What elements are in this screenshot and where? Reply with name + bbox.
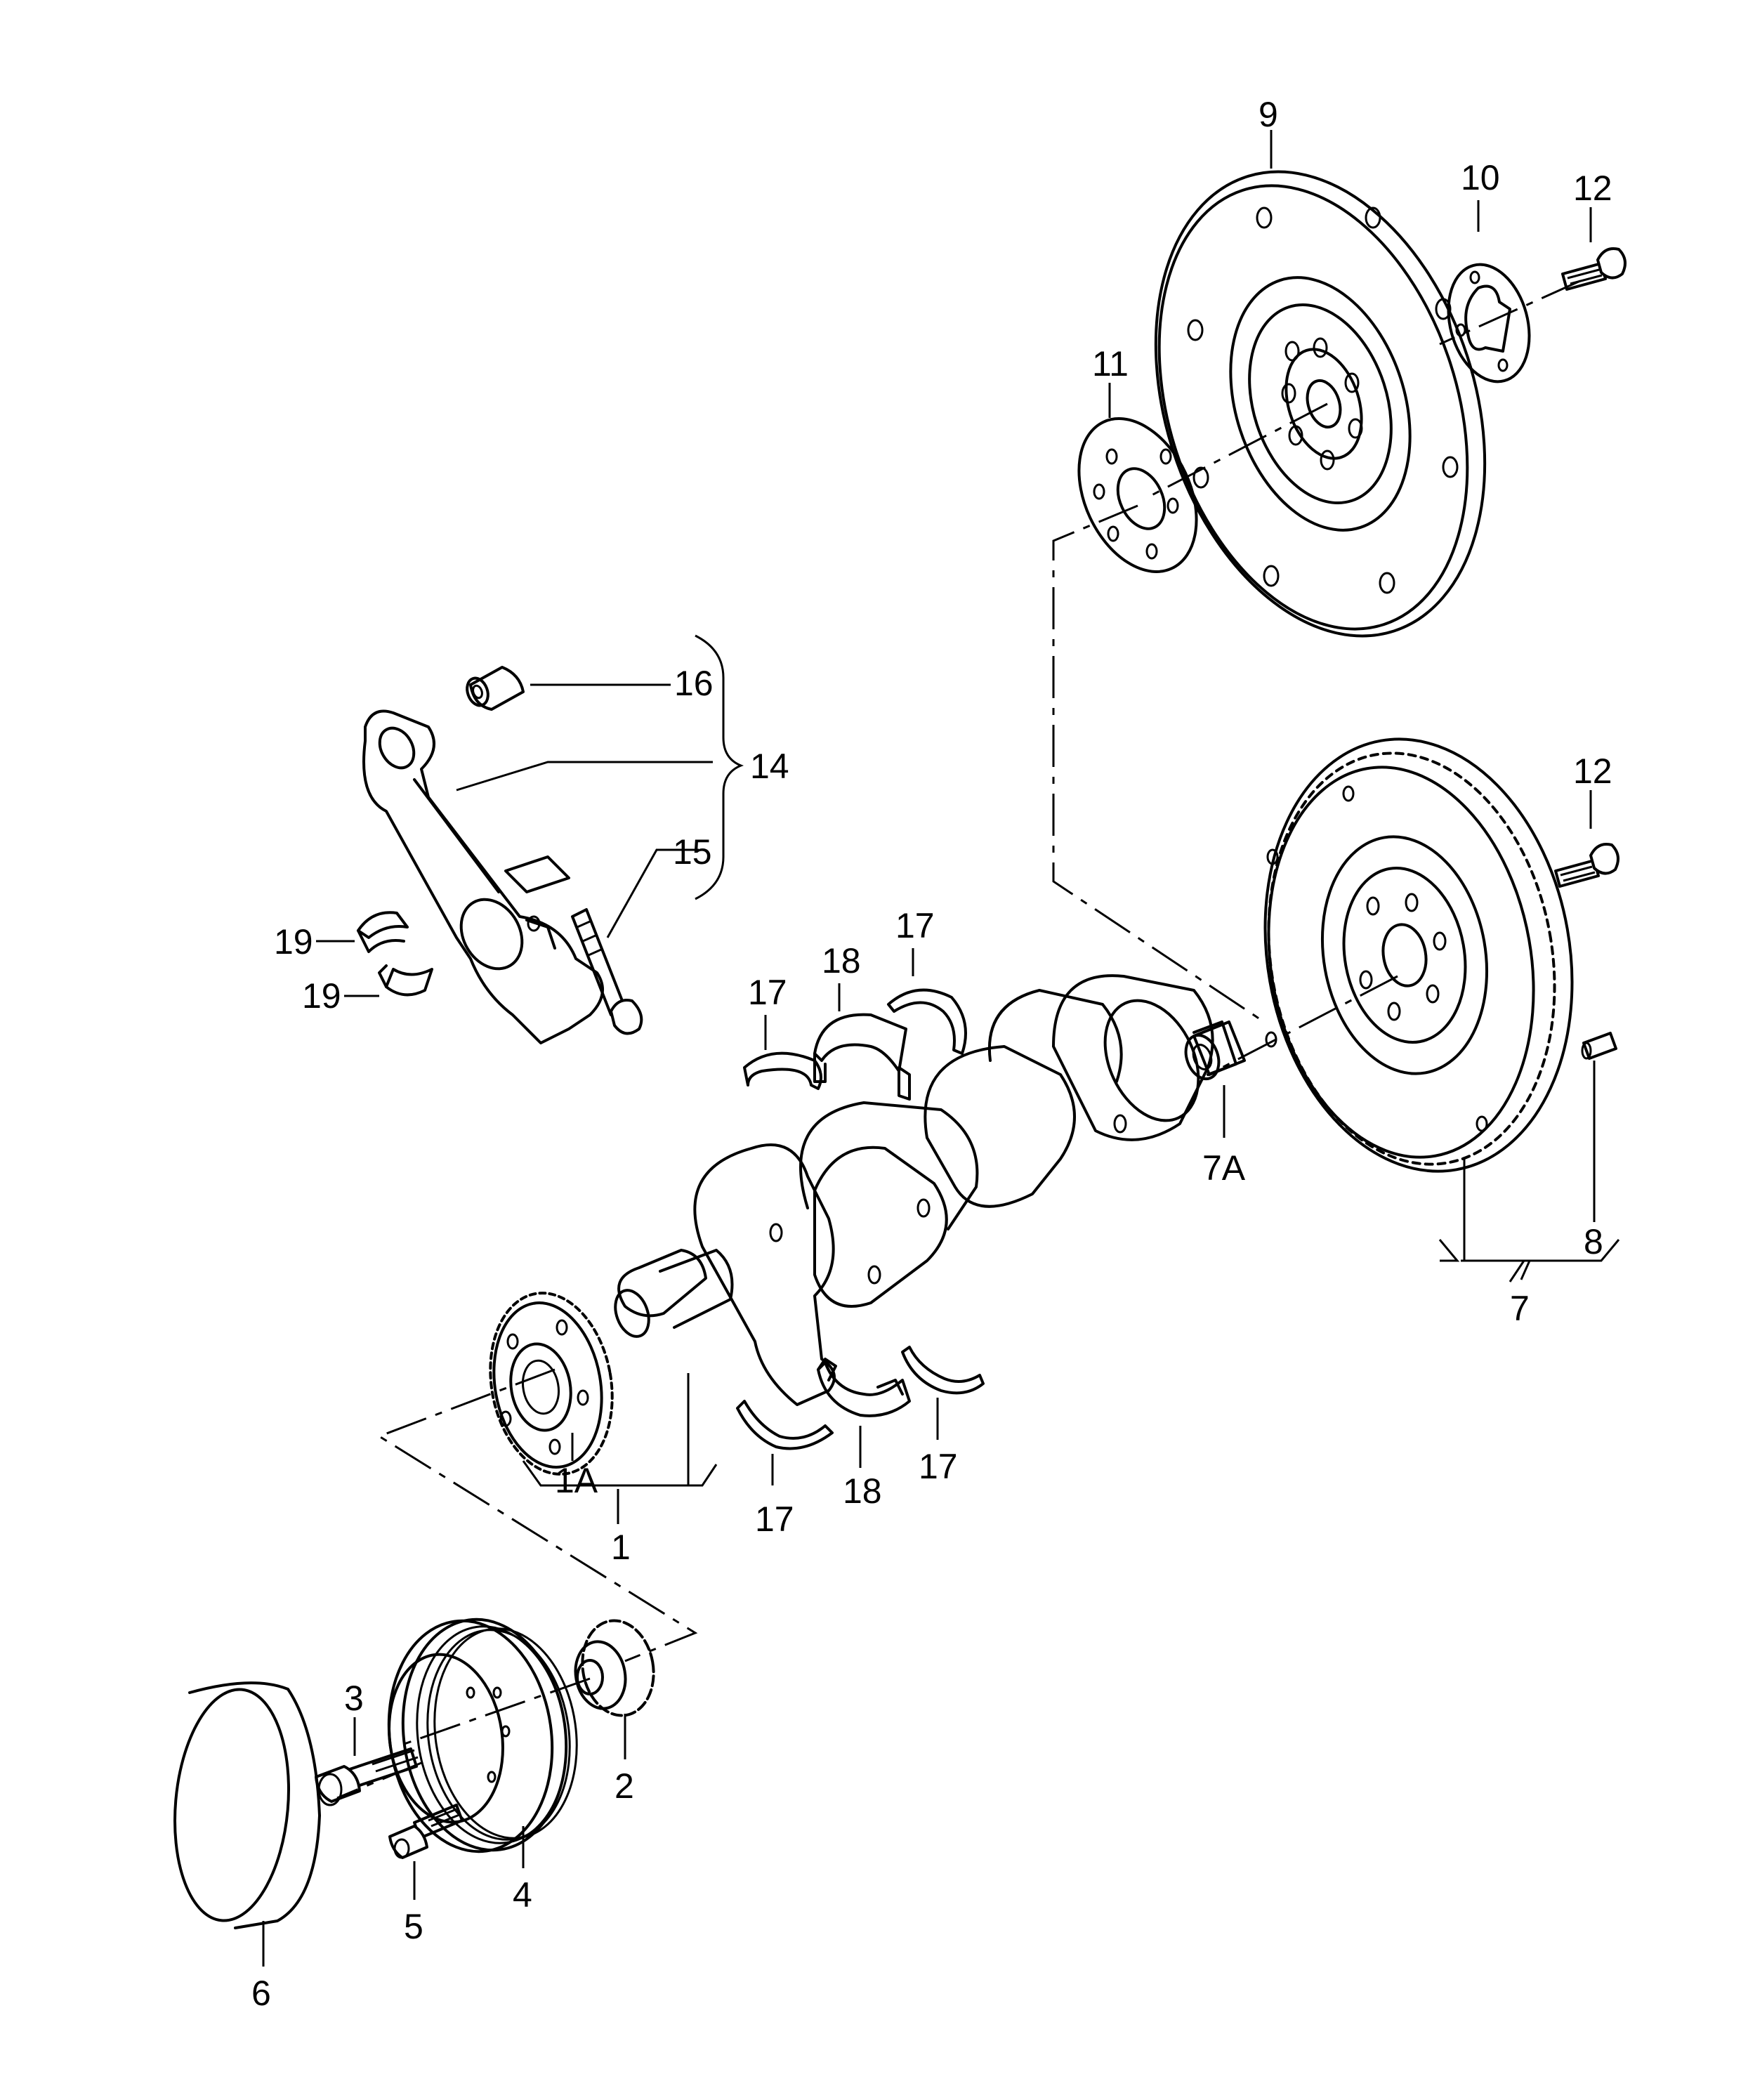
assembly-axes bbox=[336, 280, 1581, 1799]
crank-sprocket[interactable] bbox=[570, 1615, 661, 1721]
crankshaft-gear[interactable] bbox=[477, 1283, 626, 1484]
callout-17-upper-left: 17 bbox=[748, 973, 787, 1012]
callout-6: 6 bbox=[251, 1974, 271, 2013]
cover-cap[interactable] bbox=[166, 1681, 321, 1929]
central-bolt[interactable] bbox=[315, 1747, 419, 1806]
callout-3: 3 bbox=[344, 1679, 364, 1718]
conrod-bearing-shell-upper[interactable] bbox=[357, 911, 409, 953]
dowel-pin[interactable] bbox=[1581, 1032, 1617, 1060]
flex-plate[interactable] bbox=[1100, 129, 1542, 679]
callout-4: 4 bbox=[513, 1875, 532, 1915]
thrust-washer-upper-right[interactable] bbox=[887, 988, 967, 1055]
callout-18-upper: 18 bbox=[822, 941, 861, 980]
thrust-washer-upper-left[interactable] bbox=[743, 1051, 822, 1090]
connecting-rod[interactable] bbox=[362, 709, 604, 1044]
flywheel-bolt-upper[interactable] bbox=[1561, 247, 1627, 291]
callout-7A: 7A bbox=[1202, 1148, 1246, 1188]
damper-bolt[interactable] bbox=[388, 1804, 464, 1859]
shim-plate[interactable] bbox=[1436, 256, 1542, 391]
callout-12-upper: 12 bbox=[1573, 169, 1612, 208]
callout-7: 7 bbox=[1510, 1289, 1530, 1328]
callout-2: 2 bbox=[615, 1766, 634, 1806]
callout-17-lower-right: 17 bbox=[919, 1447, 958, 1486]
bearing-shell-lower[interactable] bbox=[817, 1358, 911, 1417]
callout-16: 16 bbox=[674, 664, 714, 703]
callout-1: 1 bbox=[611, 1528, 631, 1567]
callout-18-lower: 18 bbox=[843, 1471, 882, 1511]
flywheel[interactable] bbox=[1232, 714, 1605, 1195]
conrod-bolt[interactable] bbox=[571, 908, 643, 1035]
conrod-bearing-shell-lower[interactable] bbox=[378, 964, 433, 997]
callout-labels: 9 10 12 11 12 16 14 15 17 18 17 19 19 7A… bbox=[251, 95, 1612, 2013]
callout-14: 14 bbox=[750, 747, 789, 786]
crankshaft[interactable] bbox=[610, 974, 1237, 1406]
thrust-washer-lower-right[interactable] bbox=[901, 1346, 985, 1395]
callout-9: 9 bbox=[1259, 95, 1278, 134]
flywheel-bolt-lower[interactable] bbox=[1554, 843, 1619, 888]
conrod-bushing[interactable] bbox=[464, 666, 525, 711]
callout-19-lower: 19 bbox=[302, 976, 341, 1016]
washer-plate[interactable] bbox=[1056, 400, 1219, 591]
callout-10: 10 bbox=[1461, 158, 1500, 197]
callout-17-lower-left: 17 bbox=[755, 1499, 794, 1539]
callout-19-upper: 19 bbox=[274, 922, 313, 962]
callout-17-upper-right: 17 bbox=[895, 906, 935, 945]
bearing-shell-upper[interactable] bbox=[813, 1013, 911, 1101]
vibration-damper[interactable] bbox=[374, 1609, 590, 1863]
thrust-washer-lower-left[interactable] bbox=[736, 1400, 834, 1450]
callout-1A: 1A bbox=[555, 1461, 598, 1500]
callout-8: 8 bbox=[1584, 1222, 1603, 1261]
callout-5: 5 bbox=[404, 1907, 423, 1946]
leader-lines bbox=[262, 130, 1620, 1967]
callout-12-lower: 12 bbox=[1573, 752, 1612, 791]
callout-15: 15 bbox=[673, 832, 712, 872]
callout-11: 11 bbox=[1092, 344, 1129, 383]
